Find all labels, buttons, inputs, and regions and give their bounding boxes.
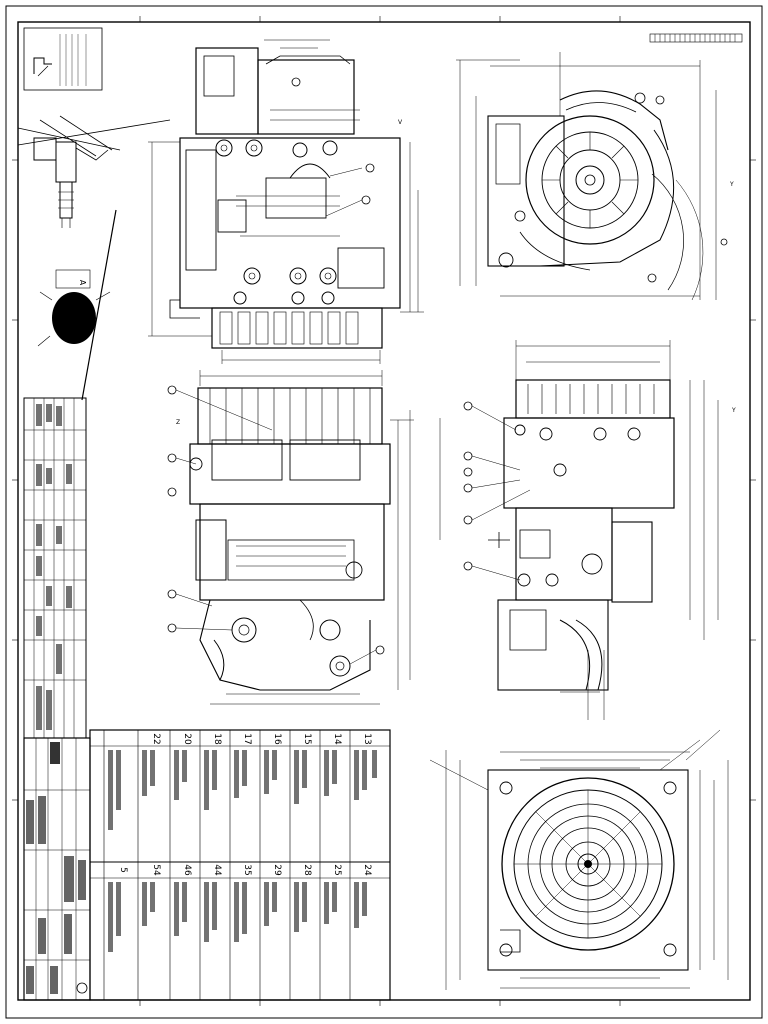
parts-number-cell: 5 xyxy=(118,867,128,873)
callout-balloons-top xyxy=(291,77,375,217)
parts-number-cell: 46 xyxy=(182,864,192,876)
callout-balloons-mid-left xyxy=(167,385,385,665)
parts-number-cell: 16 xyxy=(272,733,282,745)
revision-table xyxy=(23,397,87,739)
parts-number-cell: 44 xyxy=(212,864,222,876)
scale-ruler xyxy=(649,33,743,43)
parts-number-cell: 24 xyxy=(362,864,372,876)
parts-number-cell: 17 xyxy=(242,733,252,745)
border-zone-ticks xyxy=(12,16,756,1006)
detail-marker-a: A xyxy=(78,279,88,286)
view-marker-top-left-z: V xyxy=(398,119,403,126)
projection-symbol xyxy=(76,982,88,994)
parts-number-cell: 15 xyxy=(302,733,312,745)
parts-number-cell: 13 xyxy=(362,733,372,745)
parts-number-cell: 29 xyxy=(272,864,282,876)
engine-side-view-right: Y xyxy=(439,340,736,720)
parts-number-cell: 25 xyxy=(332,864,342,876)
parts-list-table xyxy=(89,729,391,1001)
parts-number-cell: 18 xyxy=(212,733,222,745)
callout-balloons-mid-right xyxy=(463,401,531,581)
parts-number-cell: 20 xyxy=(182,733,192,745)
parts-number-cell: 28 xyxy=(302,864,312,876)
engine-rear-view-bottom xyxy=(429,729,729,990)
parts-list-numbers-bottom: 5 54 46 44 35 29 28 25 24 xyxy=(104,863,390,877)
engine-front-view-top: Y xyxy=(456,52,734,301)
detail-sketch xyxy=(17,115,171,401)
parts-number-cell: 54 xyxy=(151,864,161,876)
view-marker-top-right-y: Y xyxy=(729,181,734,188)
sheet-outer-frame xyxy=(5,5,763,1019)
view-marker-mid-right-y: Y xyxy=(731,407,736,414)
title-block xyxy=(23,737,91,1001)
parts-number-cell: 14 xyxy=(332,733,342,745)
engine-side-view-top: V xyxy=(148,39,424,364)
view-marker-mid-left-z: Z xyxy=(176,419,180,426)
sealant-blob xyxy=(52,292,96,344)
parts-number-cell: 35 xyxy=(242,864,252,876)
top-left-note-box xyxy=(23,27,103,91)
parts-number-cell: 22 xyxy=(151,733,161,745)
parts-list-numbers-top: 22 20 18 17 16 15 14 13 xyxy=(138,732,390,746)
engine-plan-view-left: Z xyxy=(167,370,414,705)
